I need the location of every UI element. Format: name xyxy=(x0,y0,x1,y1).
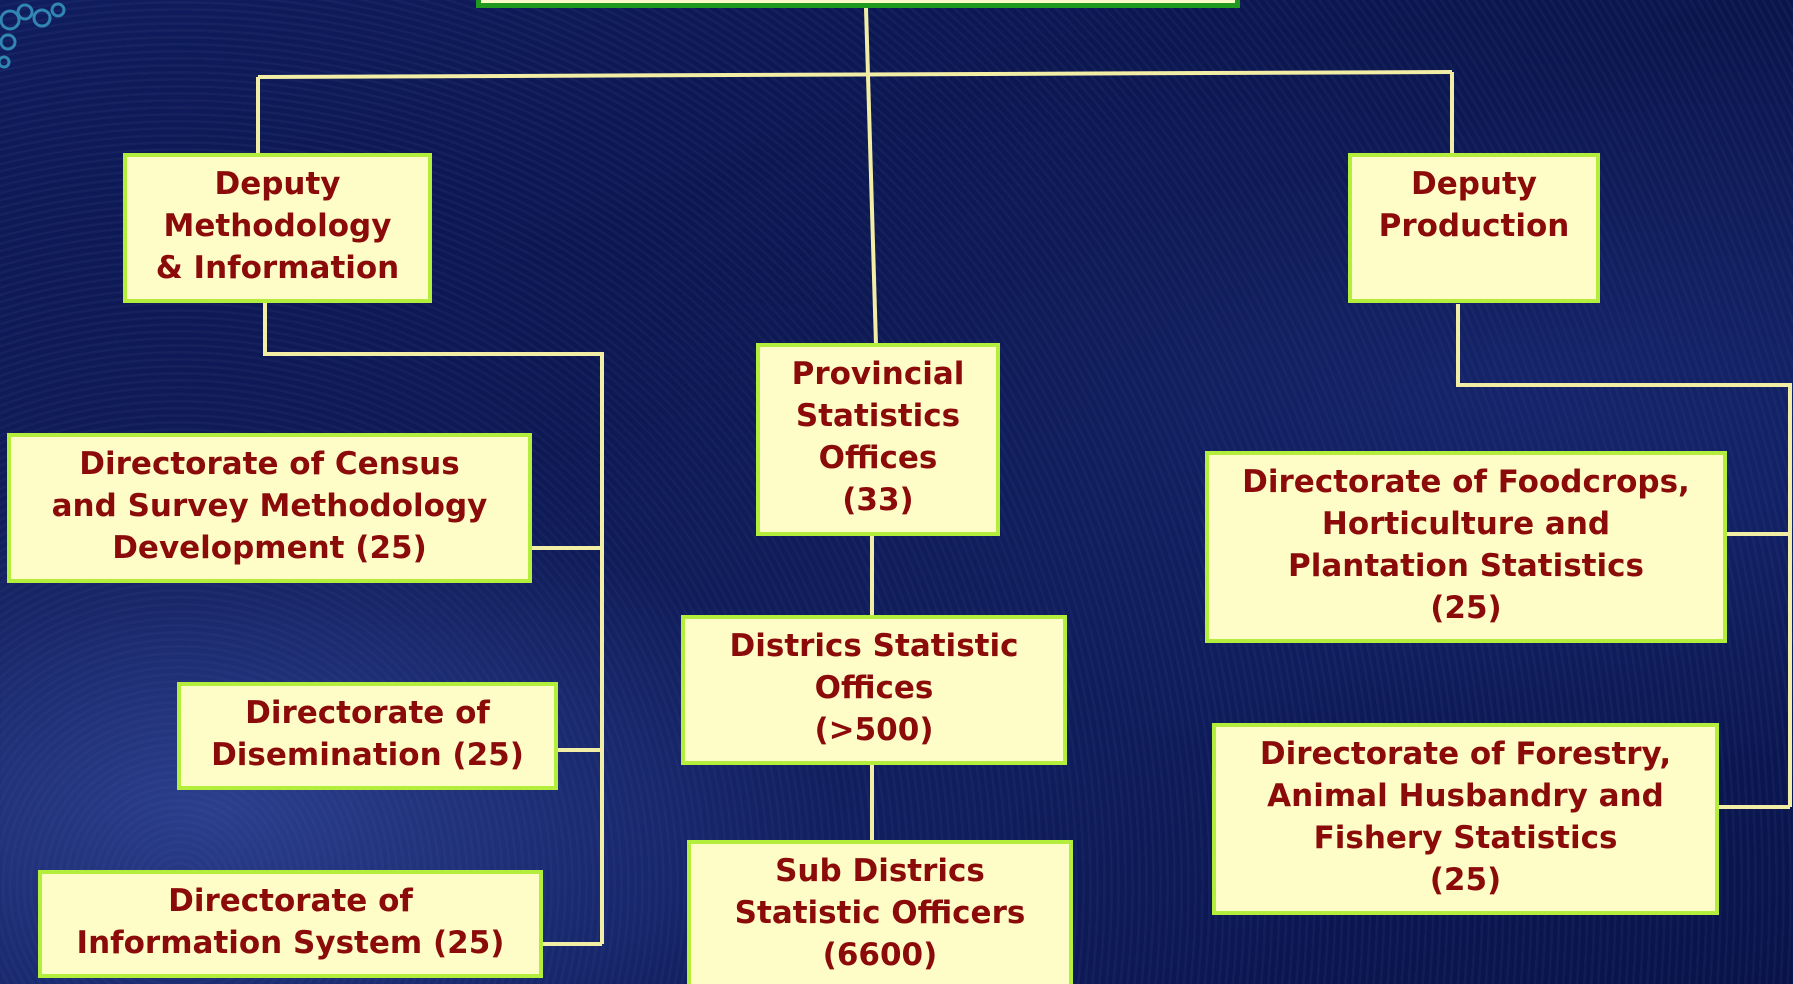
node-district-offices-label: Districs Statistic Offices (>500) xyxy=(729,628,1019,748)
node-sub-district-officers: Sub Districs Statistic Officers (6600) xyxy=(687,840,1073,984)
node-provincial-offices: Provincial Statistics Offices (33) xyxy=(756,343,1000,536)
node-provincial-offices-label: Provincial Statistics Offices (33) xyxy=(791,356,965,518)
node-dir-forestry-label: Directorate of Forestry, Animal Husbandr… xyxy=(1259,736,1672,898)
connector-horizontal-top xyxy=(257,70,1453,79)
node-deputy-methodology: Deputy Methodology & Information xyxy=(123,153,432,303)
fractal-decoration xyxy=(0,2,66,69)
node-dir-dissemination: Directorate of Disemination (25) xyxy=(177,682,558,790)
node-dir-foodcrops: Directorate of Foodcrops, Horticulture a… xyxy=(1205,451,1727,643)
top-box-director xyxy=(476,0,1240,8)
node-dir-forestry: Directorate of Forestry, Animal Husbandr… xyxy=(1212,723,1719,915)
node-dir-census-label: Directorate of Census and Survey Methodo… xyxy=(51,446,488,566)
node-dir-dissemination-label: Directorate of Disemination (25) xyxy=(211,695,524,773)
node-deputy-methodology-label: Deputy Methodology & Information xyxy=(155,166,400,286)
node-dir-information-system-label: Directorate of Information System (25) xyxy=(76,883,505,961)
node-dir-information-system: Directorate of Information System (25) xyxy=(38,870,543,978)
connector-top-to-provincial xyxy=(864,7,878,346)
node-dir-foodcrops-label: Directorate of Foodcrops, Horticulture a… xyxy=(1242,464,1690,626)
connector-methodology-spine xyxy=(263,275,604,944)
node-deputy-production-label: Deputy Production xyxy=(1378,166,1570,244)
node-district-offices: Districs Statistic Offices (>500) xyxy=(681,615,1067,765)
node-dir-census: Directorate of Census and Survey Methodo… xyxy=(7,433,532,583)
connector-production-spine xyxy=(1456,304,1792,807)
node-deputy-production: Deputy Production xyxy=(1348,153,1600,303)
node-sub-district-officers-label: Sub Districs Statistic Officers (6600) xyxy=(734,853,1026,973)
